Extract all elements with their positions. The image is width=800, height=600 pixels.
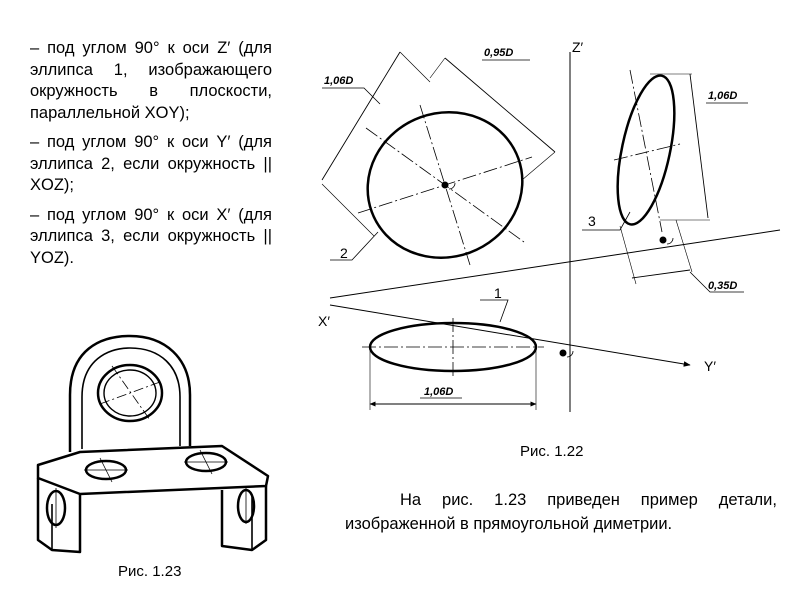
bottom-paragraph: На рис. 1.23 приведен пример детали, изо… [345, 491, 777, 533]
figure-1-22-caption: Рис. 1.22 [520, 443, 584, 460]
x-axis-label: X′ [318, 313, 330, 329]
dimension-label-e3-major: 1,06D [708, 90, 737, 102]
dimension-label-e2-major: 1,06D [324, 75, 353, 87]
ellipse-3-number: 3 [588, 213, 596, 229]
dimension-label-e3-minor: 0,35D [708, 280, 737, 292]
figure-1-23-caption: Рис. 1.23 [118, 563, 182, 580]
ellipse-1-group [362, 299, 574, 410]
ellipse-2-number: 2 [340, 245, 348, 261]
ellipse-3 [616, 74, 676, 226]
ellipse-1-number: 1 [494, 285, 502, 301]
z-axis-label: Z′ [572, 39, 584, 55]
y-axis-label: Y′ [704, 358, 716, 374]
paragraph-y-axis: – под углом 90° к оси Y′ (для эллипса 2,… [30, 133, 272, 194]
y-axis [329, 304, 691, 367]
dimension-label-e1-major: 1,06D [424, 386, 453, 398]
ellipse-2-group [321, 51, 556, 266]
paragraph-x-axis: – под углом 90° к оси X′ (для эллипса 3,… [30, 205, 272, 267]
figure-1-22-diagram [321, 51, 781, 412]
x-axis [329, 229, 781, 299]
figure-1-23-bracket [36, 334, 270, 554]
ellipse-2 [366, 111, 524, 259]
paragraph-z-axis: – под углом 90° к оси Z′ (для эллипса 1,… [30, 39, 272, 122]
ellipse-3-group [582, 69, 748, 293]
left-text-block: – под углом 90° к оси Z′ (для эллипса 1,… [30, 38, 272, 277]
dimension-label-e2-minor: 0,95D [484, 47, 513, 59]
